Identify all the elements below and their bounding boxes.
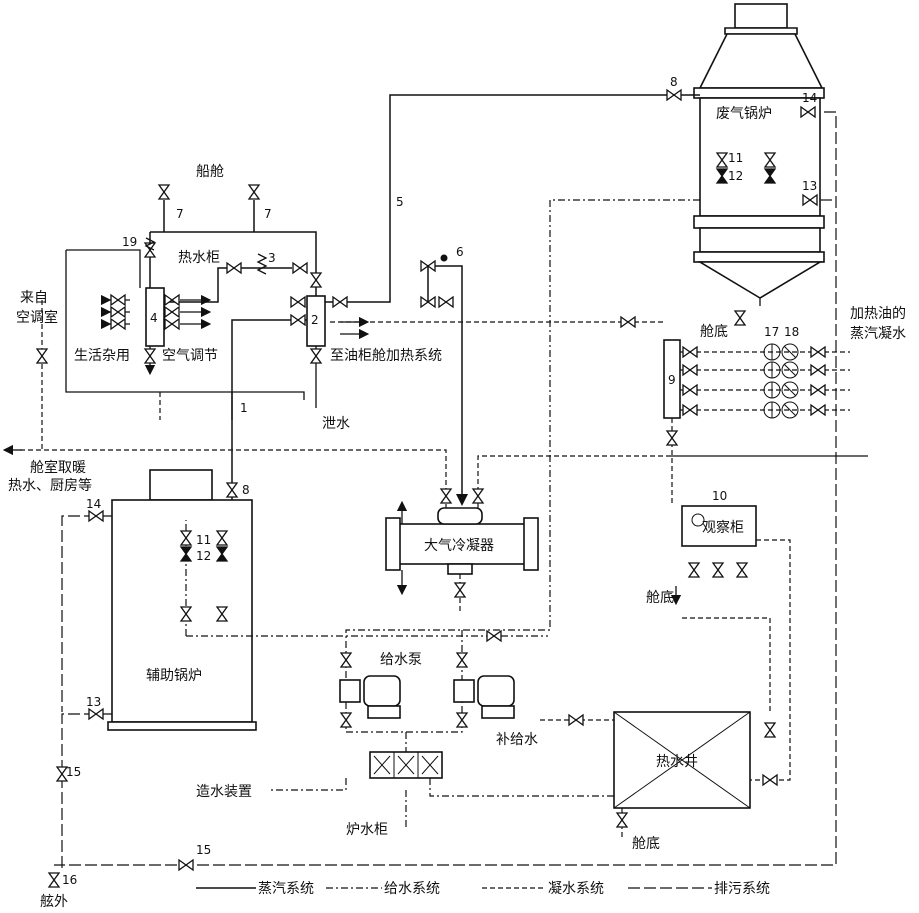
label-bilge-1: 舱底 (700, 324, 728, 340)
num-9: 9 (668, 373, 676, 387)
label-observation-tank: 观察柜 (702, 519, 744, 536)
label-domestic-use: 生活杂用 (74, 348, 130, 364)
num-7b: 7 (264, 207, 272, 221)
label-air-conditioning: 空气调节 (162, 348, 218, 364)
num-13b: 13 (802, 179, 817, 193)
legend-feed: 给水系统 (384, 881, 440, 897)
num-11b: 11 (728, 151, 743, 165)
label-aux-boiler: 辅助锅炉 (146, 668, 202, 684)
num-3: 3 (268, 251, 276, 265)
num-13a: 13 (86, 695, 101, 709)
label-drain: 泄水 (322, 416, 350, 432)
label-heating-oil-2: 蒸汽凝水 (850, 326, 906, 342)
sight-glass-icon (691, 513, 705, 527)
label-feed-pump: 给水泵 (380, 652, 422, 668)
num-6: 6 (456, 245, 464, 259)
label-overboard: 舷外 (40, 894, 68, 910)
label-exhaust-boiler: 废气锅炉 (716, 106, 772, 122)
num-15b: 15 (196, 843, 211, 857)
num-10: 10 (712, 489, 727, 503)
num-12b: 12 (728, 169, 743, 183)
label-bilge-3: 舱底 (632, 836, 660, 852)
label-cabin-heating-2: 热水、厨房等 (8, 477, 92, 494)
num-17: 17 (764, 325, 779, 339)
label-makeup-water: 补给水 (496, 732, 538, 748)
atmospheric-condenser (385, 507, 539, 575)
label-hotwell: 热水井 (656, 754, 698, 770)
num-12a: 12 (196, 549, 211, 563)
label-heating-oil-1: 加热油的 (850, 306, 906, 322)
label-boiler-water-tank: 炉水柜 (346, 822, 388, 838)
legend-blowdown: 排污系统 (714, 881, 770, 897)
hot-water-tank-4 (145, 287, 165, 347)
num-18: 18 (784, 325, 799, 339)
label-water-treatment: 造水装置 (196, 784, 252, 800)
num-7a: 7 (176, 207, 184, 221)
trap-6-icon (440, 254, 448, 262)
legend: 蒸汽系统 给水系统 凝水系统 排污系统 (196, 881, 770, 897)
component-numbers: 1 2 3 4 5 6 7 7 8 8 9 10 11 12 11 12 13 … (62, 75, 817, 887)
exhaust-gas-boiler (693, 3, 825, 306)
num-16: 16 (62, 873, 77, 887)
num-1: 1 (240, 401, 248, 415)
label-hot-water-tank: 热水柜 (178, 250, 220, 266)
num-8a: 8 (242, 483, 250, 497)
feed-pump-1 (339, 675, 401, 719)
label-atm-condenser: 大气冷凝器 (424, 538, 494, 554)
legend-condensate: 凝水系统 (548, 881, 604, 897)
label-cabin-heating-1: 舱室取暖 (30, 459, 86, 476)
label-ship-cabin: 船舱 (196, 164, 224, 180)
legend-steam: 蒸汽系统 (258, 881, 314, 897)
label-bilge-2: 舱底 (646, 590, 674, 606)
flow-meters (763, 343, 799, 419)
observation-tank-10 (681, 505, 757, 547)
label-from-ac-2: 空调室 (16, 309, 58, 326)
num-8b: 8 (670, 75, 678, 89)
num-15a: 15 (66, 765, 81, 779)
steam-lines (65, 94, 868, 506)
num-11a: 11 (196, 533, 211, 547)
reducing-valve-3 (256, 253, 268, 275)
flow-arrows (2, 294, 682, 606)
text-labels: 船舱 废气锅炉 热水柜 来自 空调室 生活杂用 空气调节 至油柜舱加热系统 泄水… (8, 106, 906, 910)
num-19: 19 (122, 235, 137, 249)
num-14a: 14 (86, 497, 101, 511)
feed-pump-2 (453, 675, 515, 719)
label-from-ac-1: 来自 (20, 290, 48, 306)
num-14b: 14 (802, 91, 817, 105)
num-5: 5 (396, 195, 404, 209)
auxiliary-boiler (107, 469, 257, 731)
safety-valve-19 (144, 237, 156, 251)
num-2: 2 (311, 313, 319, 327)
feed-filter (369, 751, 443, 779)
label-to-tank-heating: 至油柜舱加热系统 (330, 348, 442, 364)
num-4: 4 (150, 311, 158, 325)
hot-well (613, 711, 751, 809)
